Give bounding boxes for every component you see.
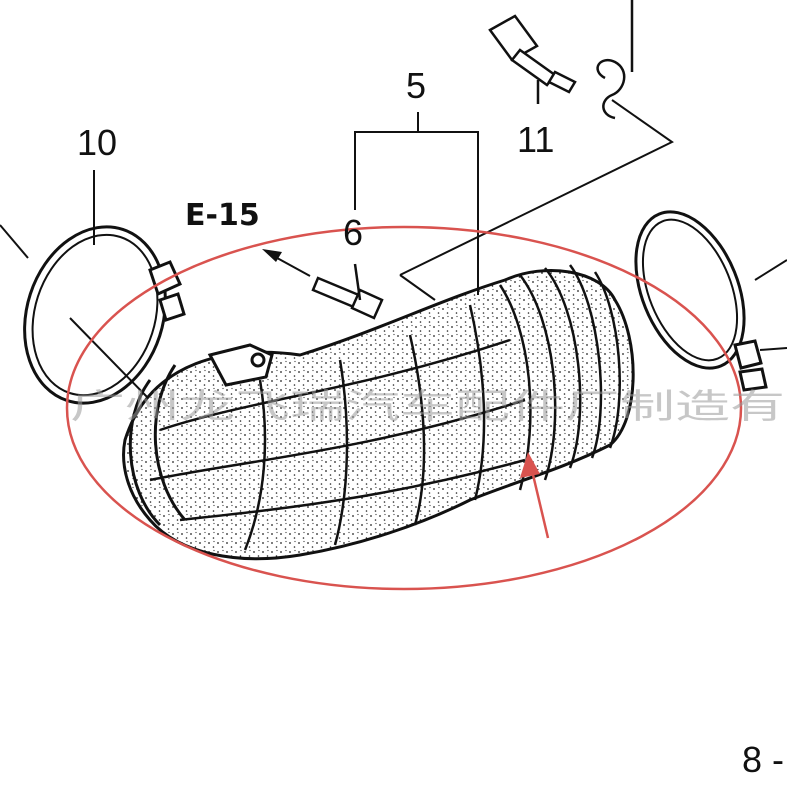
clamp-right: [634, 210, 787, 392]
highlight-ring: [65, 225, 743, 591]
callout-10: 10: [77, 122, 117, 163]
callout-5: 5: [406, 65, 426, 106]
bolt-part: [311, 263, 384, 320]
sensor-part: [488, 0, 634, 120]
callout-6: 6: [343, 212, 363, 253]
callout-11: 11: [517, 119, 554, 160]
leader-lines: [93, 99, 674, 301]
watermark-text: 广州龙飞瑞汽车配件厂制造有: [70, 387, 785, 427]
intake-duct: [122, 264, 635, 561]
callout-8: 8 -: [742, 739, 784, 780]
callout-e15: E-15: [185, 198, 260, 233]
